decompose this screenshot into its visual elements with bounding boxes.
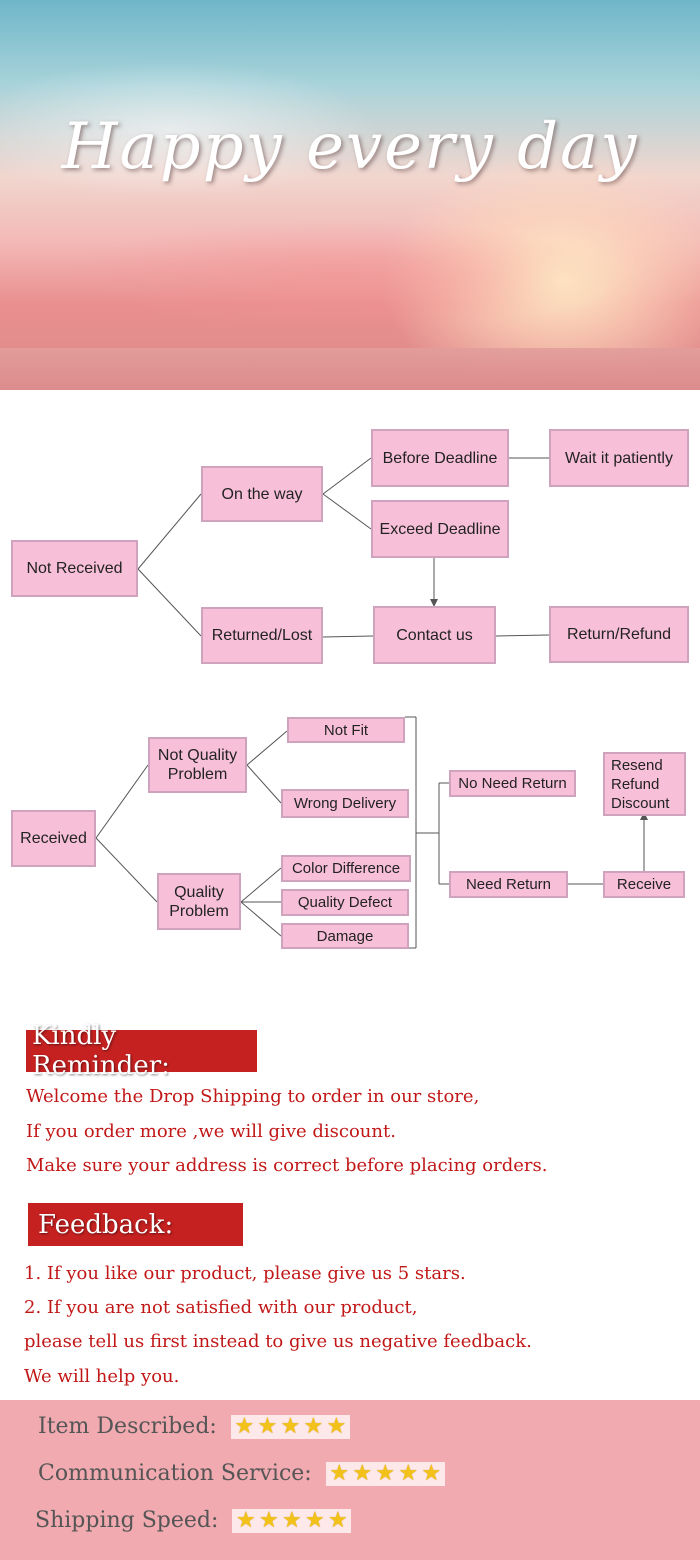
star-icon: ★: [280, 1413, 301, 1439]
star-icon: ★: [375, 1460, 396, 1486]
star-icon: ★: [328, 1507, 348, 1533]
node-need-return: Need Return: [449, 871, 568, 898]
reminder-heading: Kindly Reminder:: [26, 1021, 257, 1081]
star-rating: ★★★★★: [232, 1507, 352, 1533]
star-icon: ★: [352, 1460, 373, 1486]
horizon: [0, 348, 700, 390]
feedback-line: We will help you.: [24, 1366, 180, 1387]
feedback-line: 2. If you are not satisfied with our pro…: [24, 1297, 418, 1318]
node-quality-problem: Quality Problem: [157, 873, 241, 930]
star-icon: ★: [236, 1507, 256, 1533]
node-quality-defect: Quality Defect: [281, 889, 409, 916]
node-wait-patiently: Wait it patiently: [549, 429, 689, 487]
star-icon: ★: [257, 1413, 278, 1439]
star-icon: ★: [259, 1507, 279, 1533]
rating-communication-service: Communication Service: ★★★★★: [38, 1461, 445, 1486]
feedback-line: please tell us first instead to give us …: [24, 1331, 532, 1352]
rating-label: Communication Service:: [38, 1461, 312, 1486]
node-exceed-deadline: Exceed Deadline: [371, 500, 509, 558]
star-rating: ★★★★★: [230, 1413, 350, 1439]
node-no-need-return: No Need Return: [449, 770, 576, 797]
star-icon: ★: [398, 1460, 419, 1486]
node-before-deadline: Before Deadline: [371, 429, 509, 487]
star-icon: ★: [329, 1460, 350, 1486]
star-icon: ★: [282, 1507, 302, 1533]
rating-label: Item Described:: [38, 1414, 217, 1439]
node-not-fit: Not Fit: [287, 717, 405, 743]
ratings-panel: Item Described: ★★★★★ Communication Serv…: [0, 1400, 700, 1560]
node-wrong-delivery: Wrong Delivery: [281, 789, 409, 818]
hero-title: Happy every day: [61, 110, 639, 184]
star-icon: ★: [303, 1413, 324, 1439]
node-not-quality-problem: Not Quality Problem: [148, 737, 247, 793]
node-not-received: Not Received: [11, 540, 138, 597]
reminder-line: If you order more ,we will give discount…: [26, 1121, 396, 1142]
node-received: Received: [11, 810, 96, 867]
star-icon: ★: [421, 1460, 442, 1486]
node-resend-refund-discount: Resend Refund Discount: [603, 752, 686, 816]
star-icon: ★: [234, 1413, 255, 1439]
node-return-refund: Return/Refund: [549, 606, 689, 663]
rating-shipping-speed: Shipping Speed: ★★★★★: [35, 1507, 352, 1533]
star-rating: ★★★★★: [325, 1460, 445, 1486]
cloud: [0, 60, 380, 200]
node-receive: Receive: [603, 871, 685, 898]
feedback-line: 1. If you like our product, please give …: [24, 1263, 466, 1284]
star-icon: ★: [326, 1413, 347, 1439]
rating-label: Shipping Speed:: [35, 1508, 219, 1533]
feedback-heading: Feedback:: [28, 1203, 243, 1246]
node-color-difference: Color Difference: [281, 855, 411, 882]
reminder-line: Make sure your address is correct before…: [26, 1155, 548, 1176]
flowchart-connectors: [95, 457, 648, 949]
node-damage: Damage: [281, 923, 409, 949]
node-contact-us: Contact us: [373, 606, 496, 664]
hero-banner: Happy every day: [0, 0, 700, 390]
rating-item-described: Item Described: ★★★★★: [38, 1414, 350, 1439]
node-returned-lost: Returned/Lost: [201, 607, 323, 664]
reminder-line: Welcome the Drop Shipping to order in ou…: [26, 1086, 480, 1107]
cloud: [60, 220, 620, 330]
node-on-the-way: On the way: [201, 466, 323, 522]
star-icon: ★: [305, 1507, 325, 1533]
